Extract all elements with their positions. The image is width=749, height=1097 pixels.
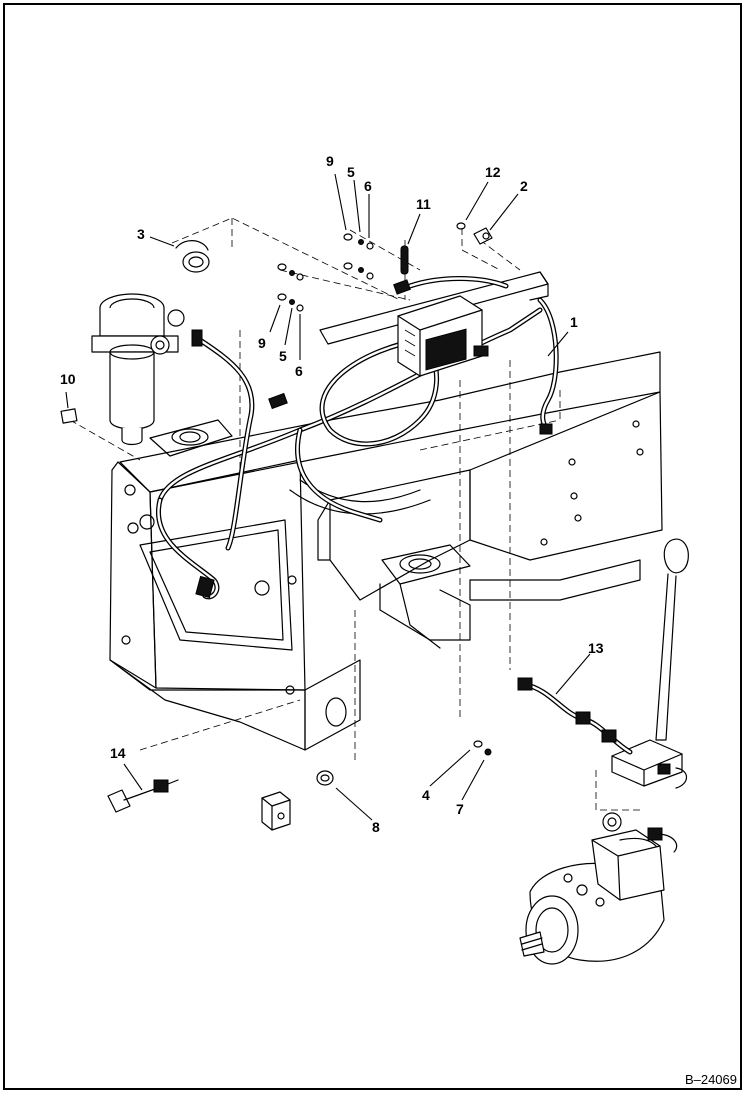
callout-14: 14: [110, 745, 126, 761]
pin-11: [400, 245, 409, 275]
callout-6-lower: 6: [295, 363, 303, 379]
callout-10: 10: [60, 371, 76, 387]
callout-13: 13: [588, 640, 604, 656]
callout-4: 4: [422, 787, 430, 803]
callout-1: 1: [570, 314, 578, 330]
alignment-lines: [69, 217, 640, 811]
joystick-lever: [611, 538, 689, 789]
callout-6-upper: 6: [364, 178, 372, 194]
fitting-2: [473, 227, 493, 245]
nut-7: [484, 748, 492, 756]
machine-frame: [109, 271, 663, 751]
controller-box: [397, 295, 489, 377]
callout-5-lower: 5: [279, 348, 287, 364]
harness-13: [517, 677, 633, 755]
callout-9-lower: 9: [258, 335, 266, 351]
hydraulic-motor: [519, 812, 678, 965]
filter-assembly: [91, 293, 185, 446]
callout-11: 11: [416, 196, 431, 212]
callout-9-upper: 9: [326, 153, 334, 169]
figure-reference-code: B–24069: [684, 1072, 737, 1087]
fasteners-5-6-9: [277, 233, 374, 312]
sensor-harness-14: [107, 779, 179, 813]
leader-lines: [65, 173, 591, 821]
callout-8: 8: [372, 819, 380, 835]
sensor-3: [175, 240, 210, 273]
oring-12: [456, 222, 466, 230]
wire-harness: [155, 276, 559, 600]
callout-3: 3: [137, 226, 145, 242]
valve-8: [261, 770, 334, 831]
callout-7: 7: [456, 801, 464, 817]
callout-5-upper: 5: [347, 164, 355, 180]
callout-12: 12: [485, 164, 501, 180]
washer-4: [473, 740, 483, 748]
callout-labels: 1 2 3 4 5 5 6 6 7 8 9 9 10 11 12 13 14: [60, 153, 604, 835]
plate-10: [60, 408, 78, 424]
callout-2: 2: [520, 178, 528, 194]
